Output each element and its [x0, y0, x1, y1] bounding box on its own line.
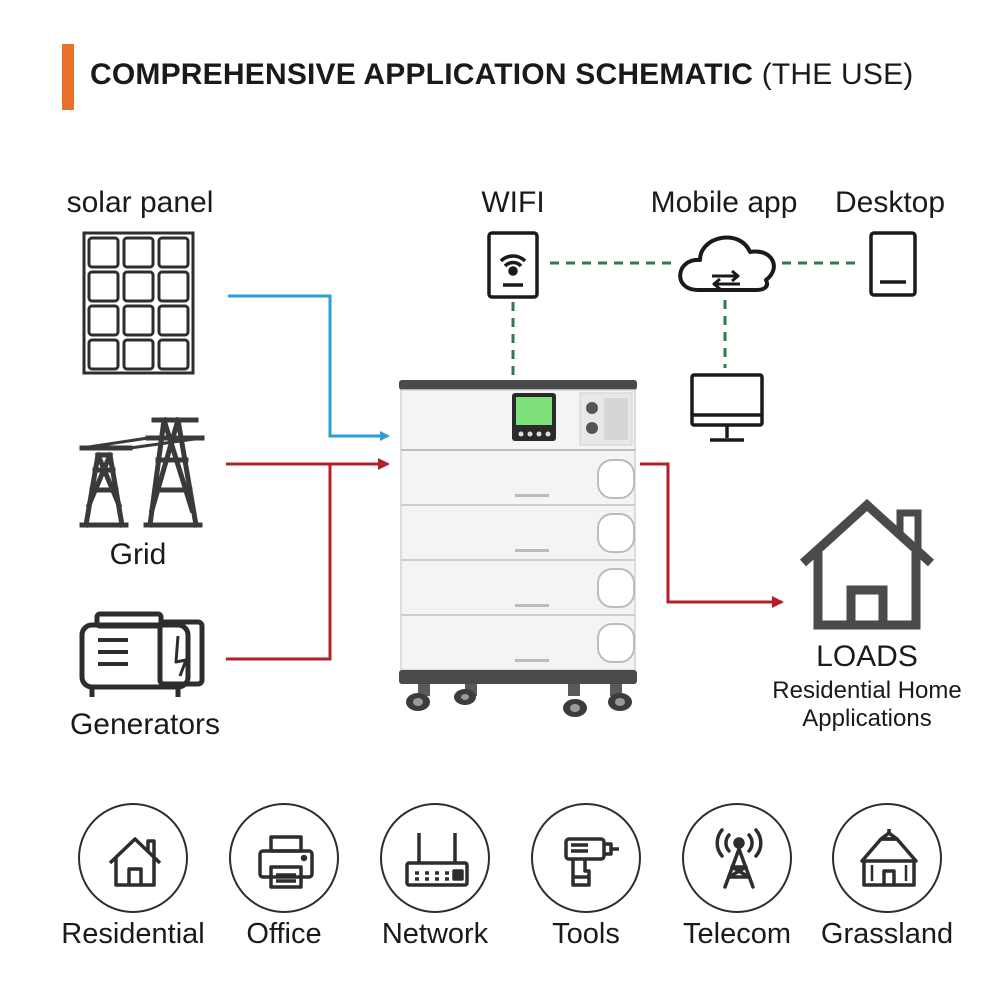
application-circle-grassland	[832, 803, 942, 913]
loads-line-1: Residential Home	[772, 677, 962, 704]
application-circle-telecom	[682, 803, 792, 913]
application-label-office: Office	[246, 918, 322, 950]
generators-label: Generators	[69, 708, 221, 741]
application-circle-tools	[531, 803, 641, 913]
title-accent-bar	[62, 44, 74, 110]
mobile-app-label: Mobile app	[650, 186, 798, 219]
cloud-icon	[678, 235, 776, 292]
solar-panel-icon	[82, 231, 195, 375]
wifi-label: WIFI	[481, 186, 545, 219]
loads-title: LOADS	[816, 640, 918, 673]
wifi-router-icon	[487, 231, 539, 299]
printer-icon	[258, 835, 314, 889]
loads-line-2: Applications	[802, 705, 932, 732]
title-bold-part: COMPREHENSIVE APPLICATION SCHEMATIC	[90, 58, 754, 91]
schematic-diagram	[79, 231, 935, 717]
yurt-icon	[860, 829, 918, 887]
loads-house-icon	[799, 498, 935, 630]
antenna-tower-icon	[715, 828, 763, 889]
desktop-label: Desktop	[834, 186, 946, 219]
page-title: COMPREHENSIVE APPLICATION SCHEMATIC (THE…	[90, 58, 914, 92]
house-icon	[108, 837, 162, 887]
application-circle-residential	[78, 803, 188, 913]
drill-icon	[564, 837, 619, 887]
grid-label: Grid	[109, 538, 167, 571]
solar-power-line	[228, 294, 390, 441]
data-links	[511, 261, 862, 375]
application-label-residential: Residential	[61, 918, 205, 950]
tablet-icon	[869, 231, 917, 297]
title-rest-part: (THE USE)	[753, 58, 914, 91]
generator-power-line	[226, 464, 332, 661]
battery-storage-unit	[399, 380, 637, 717]
application-circle-office	[229, 803, 339, 913]
router-icon	[405, 833, 469, 887]
power-tower-icon	[79, 416, 205, 528]
application-label-network: Network	[381, 918, 489, 950]
application-circle-network	[380, 803, 490, 913]
monitor-icon	[690, 373, 764, 442]
load-power-line	[640, 462, 784, 608]
application-label-grassland: Grassland	[820, 918, 954, 950]
application-label-telecom: Telecom	[683, 918, 791, 950]
generator-icon	[79, 611, 205, 697]
solar-panel-label: solar panel	[66, 186, 214, 219]
application-label-tools: Tools	[552, 918, 620, 950]
